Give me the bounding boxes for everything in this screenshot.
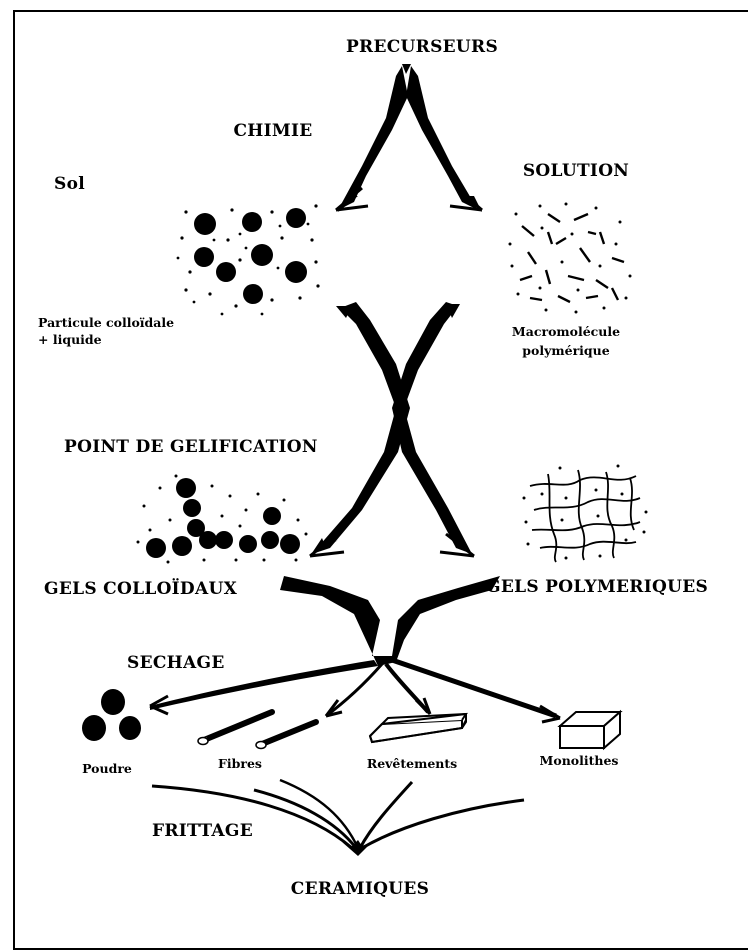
coating-icon	[368, 712, 468, 744]
label-macromolecule-line2: polymérique	[522, 343, 610, 358]
frittage-converging-lines	[151, 778, 525, 856]
polymer-solution-strands	[519, 212, 625, 304]
gelification-cross-arrows	[309, 302, 475, 558]
label-precurseurs: PRECURSEURS	[345, 37, 499, 57]
label-fibres: Fibres	[218, 756, 262, 771]
drying-knot-arrows	[149, 576, 561, 724]
label-macromolecule-line1: Macromolécule	[511, 324, 621, 339]
fibres-icon	[197, 709, 319, 750]
monolith-icon	[557, 709, 623, 751]
label-monolithes: Monolithes	[539, 753, 619, 768]
sol-gel-process-diagram: PRECURSEURS CHIMIE Sol SOLUTION Particul…	[13, 10, 748, 950]
colloidal-sol-particles	[176, 204, 320, 316]
polymer-gel-dots	[522, 464, 648, 560]
polymer-solution-dots	[508, 202, 632, 314]
precurseurs-split-arrows	[335, 64, 483, 212]
label-revetements: Revêtements	[366, 756, 458, 771]
label-sol: Sol	[54, 174, 85, 194]
diagram-artwork	[82, 64, 648, 856]
label-particule-line1: Particule colloïdale	[38, 315, 175, 330]
label-frittage: FRITTAGE	[152, 821, 253, 841]
label-gels-polymeriques: GELS POLYMERIQUES	[486, 577, 709, 597]
label-particule-line2: + liquide	[38, 332, 102, 347]
label-point-gelification: POINT DE GELIFICATION	[64, 437, 318, 457]
label-gels-colloidaux: GELS COLLOÏDAUX	[44, 579, 238, 599]
colloidal-gel-chain	[136, 474, 308, 564]
label-ceramiques: CERAMIQUES	[290, 879, 430, 899]
polymer-gel-network	[529, 469, 641, 563]
label-solution: SOLUTION	[522, 161, 630, 181]
label-poudre: Poudre	[82, 761, 132, 776]
label-chimie: CHIMIE	[233, 121, 313, 141]
powder-icon	[82, 689, 141, 741]
label-sechage: SECHAGE	[127, 653, 225, 673]
